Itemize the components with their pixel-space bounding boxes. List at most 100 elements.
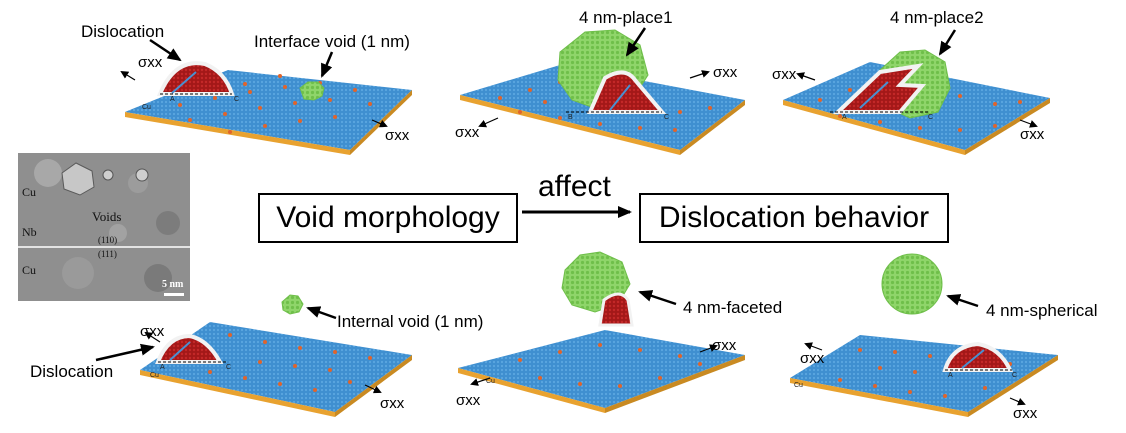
slab-letter-c: C [928,114,934,121]
slab-letter-cu: Cu [142,104,151,111]
tem-micrograph: Cu Voids Nb (110) (111) Cu 5 nm [18,153,190,301]
dislocation-loop [155,333,224,364]
label-place2: 4 nm-place2 [890,8,984,27]
slab-letter-cu: Cu [794,382,803,389]
slab-edge [968,355,1058,417]
burgers-line [171,71,197,94]
slab-letter-a: A [160,364,165,371]
burgers-line [961,349,985,369]
stress-arrow [478,117,499,128]
panel-place1 [460,27,745,155]
affect-label: affect [538,170,611,203]
stress-arrow [796,72,816,81]
stress-label: σxx [712,337,737,354]
dislocation-behavior-box: Dislocation behavior [639,193,949,243]
slab-edge [605,355,745,413]
panel-internal-void [95,294,412,417]
dislocation-loop [156,61,235,96]
void-morphology-box: Void morphology [258,193,518,243]
slab-edge [790,378,968,417]
slab-edge [783,100,965,155]
label-place1: 4 nm-place1 [579,8,673,27]
slab-letter-c: C [664,114,670,121]
slab-letter-a: A [170,96,175,103]
stress-arrow [120,70,136,81]
stress-arrow [144,331,161,343]
slab-letter-c: C [226,364,232,371]
slab-edge [125,112,350,155]
slab-letter-b: B [568,114,573,121]
stress-label: σxx [713,64,738,81]
dislocation-loop [598,292,634,327]
burgers-line [169,341,191,361]
interface-void [299,81,325,101]
pointer-arrow [320,51,334,78]
burgers-line [609,84,631,111]
stress-label: σxx [800,350,825,367]
pointer-arrow [306,306,337,320]
tem-label-nb: Nb [22,225,37,239]
stress-label: σxx [380,395,405,412]
stress-arrow [804,342,823,351]
burgers-line [859,81,889,109]
label-dislocation-top: Dislocation [81,22,165,41]
slab-edge [460,95,680,155]
panel-place2 [783,29,1050,155]
slab-edge [965,98,1050,155]
stress-arrow [1019,119,1038,128]
label-dislocation-bottom: Dislocation [30,362,114,381]
label-interface-void: Interface void (1 nm) [254,32,410,51]
stress-label: σxx [385,127,410,144]
panel-interface-void [120,38,412,155]
pointer-arrow [149,38,182,62]
stress-label: σxx [455,124,480,141]
cu-slab [458,330,745,408]
dislocation-loop [942,341,1014,372]
pointer-arrow [638,290,677,306]
stress-label: σxx [1013,405,1038,422]
stress-label: σxx [140,323,165,340]
pointer-arrow [938,29,957,56]
slab-letter-a: A [842,114,847,121]
spherical-void [881,253,943,315]
stacking-fault-marks [498,80,712,132]
slab-edge [140,370,335,417]
internal-void [281,294,304,315]
panel-spherical [790,253,1058,417]
stress-arrow [470,377,491,386]
pointer-arrow [95,343,155,362]
tem-label-cu-bottom: Cu [22,263,37,277]
label-spherical: 4 nm-spherical [986,301,1098,320]
stress-label: σxx [456,392,481,409]
pointer-arrow [625,27,647,57]
slab-letter-a: A [948,372,953,379]
slab-letter-c: C [234,96,240,103]
panel-faceted [458,251,745,413]
stress-arrow [1009,397,1026,406]
pointer-arrow [946,294,979,308]
dislocation-loop [586,70,667,114]
tem-label-voids: Voids [92,209,122,224]
tem-texture [18,153,190,301]
tem-label-111: (111) [98,249,117,259]
stress-label: σxx [772,66,797,83]
stress-label: σxx [138,54,163,71]
stress-label: σxx [1020,126,1045,143]
cu-slab [790,335,1058,412]
tem-scale-label: 5 nm [162,279,184,290]
stress-arrow [699,344,718,353]
stress-arrow [371,119,388,128]
label-internal-void: Internal void (1 nm) [337,312,484,331]
stress-arrow [689,70,710,79]
slab-edge [458,368,605,413]
slab-letter-cu: Cu [150,372,159,379]
label-faceted: 4 nm-faceted [683,298,783,317]
tem-label-110: (110) [98,235,118,245]
stacking-fault-marks [518,343,702,388]
slab-letter-cu: Cu [486,378,495,385]
tem-label-cu-top: Cu [22,185,37,199]
slab-letter-c: C [1012,372,1018,379]
stress-arrow [364,384,382,394]
stacking-fault-marks [208,333,372,392]
